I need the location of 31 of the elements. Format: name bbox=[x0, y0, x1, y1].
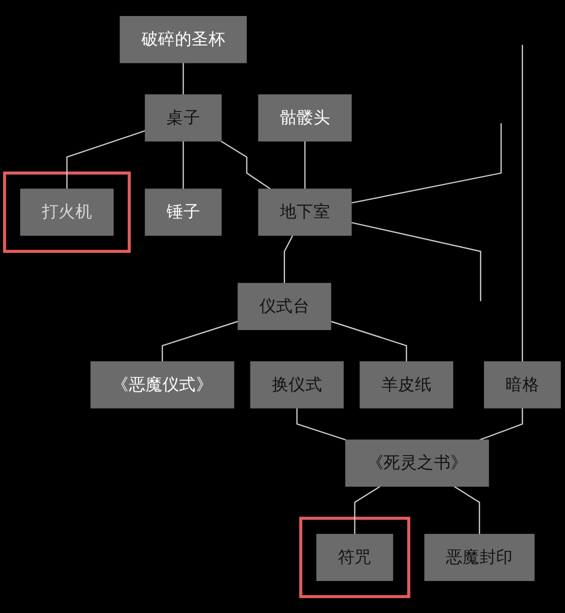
node-box: 符咒 bbox=[316, 534, 394, 582]
connector bbox=[182, 62, 184, 95]
node-box: 仪式台 bbox=[238, 282, 332, 330]
connector bbox=[162, 320, 238, 362]
connector bbox=[220, 140, 271, 190]
node-box: 《死灵之书》 bbox=[345, 440, 489, 487]
node-box: 破碎的圣杯 bbox=[120, 16, 247, 64]
node-box: 羊皮纸 bbox=[360, 361, 454, 408]
node-box: 骷髅头 bbox=[258, 94, 352, 142]
node-box: 地下室 bbox=[258, 188, 352, 236]
connector bbox=[296, 408, 346, 441]
connector bbox=[284, 235, 294, 284]
node-box: 打火机 bbox=[20, 188, 114, 236]
connector bbox=[66, 130, 146, 190]
node-box: 锤子 bbox=[144, 188, 222, 236]
cluster bbox=[299, 516, 410, 598]
node-box: 恶魔封印 bbox=[424, 534, 535, 582]
node-box: 桌子 bbox=[144, 94, 222, 142]
connector bbox=[354, 486, 380, 534]
connector bbox=[351, 123, 502, 204]
node-box: 暗格 bbox=[484, 361, 561, 408]
node-box: 《恶魔仪式》 bbox=[90, 361, 234, 408]
connector bbox=[479, 408, 524, 441]
node-box: 换仪式 bbox=[250, 361, 344, 408]
connector bbox=[351, 222, 482, 302]
connector bbox=[454, 486, 480, 534]
connector bbox=[304, 141, 306, 190]
cluster bbox=[3, 172, 131, 253]
connector bbox=[182, 141, 184, 190]
connector bbox=[522, 44, 524, 362]
connector bbox=[330, 320, 408, 362]
